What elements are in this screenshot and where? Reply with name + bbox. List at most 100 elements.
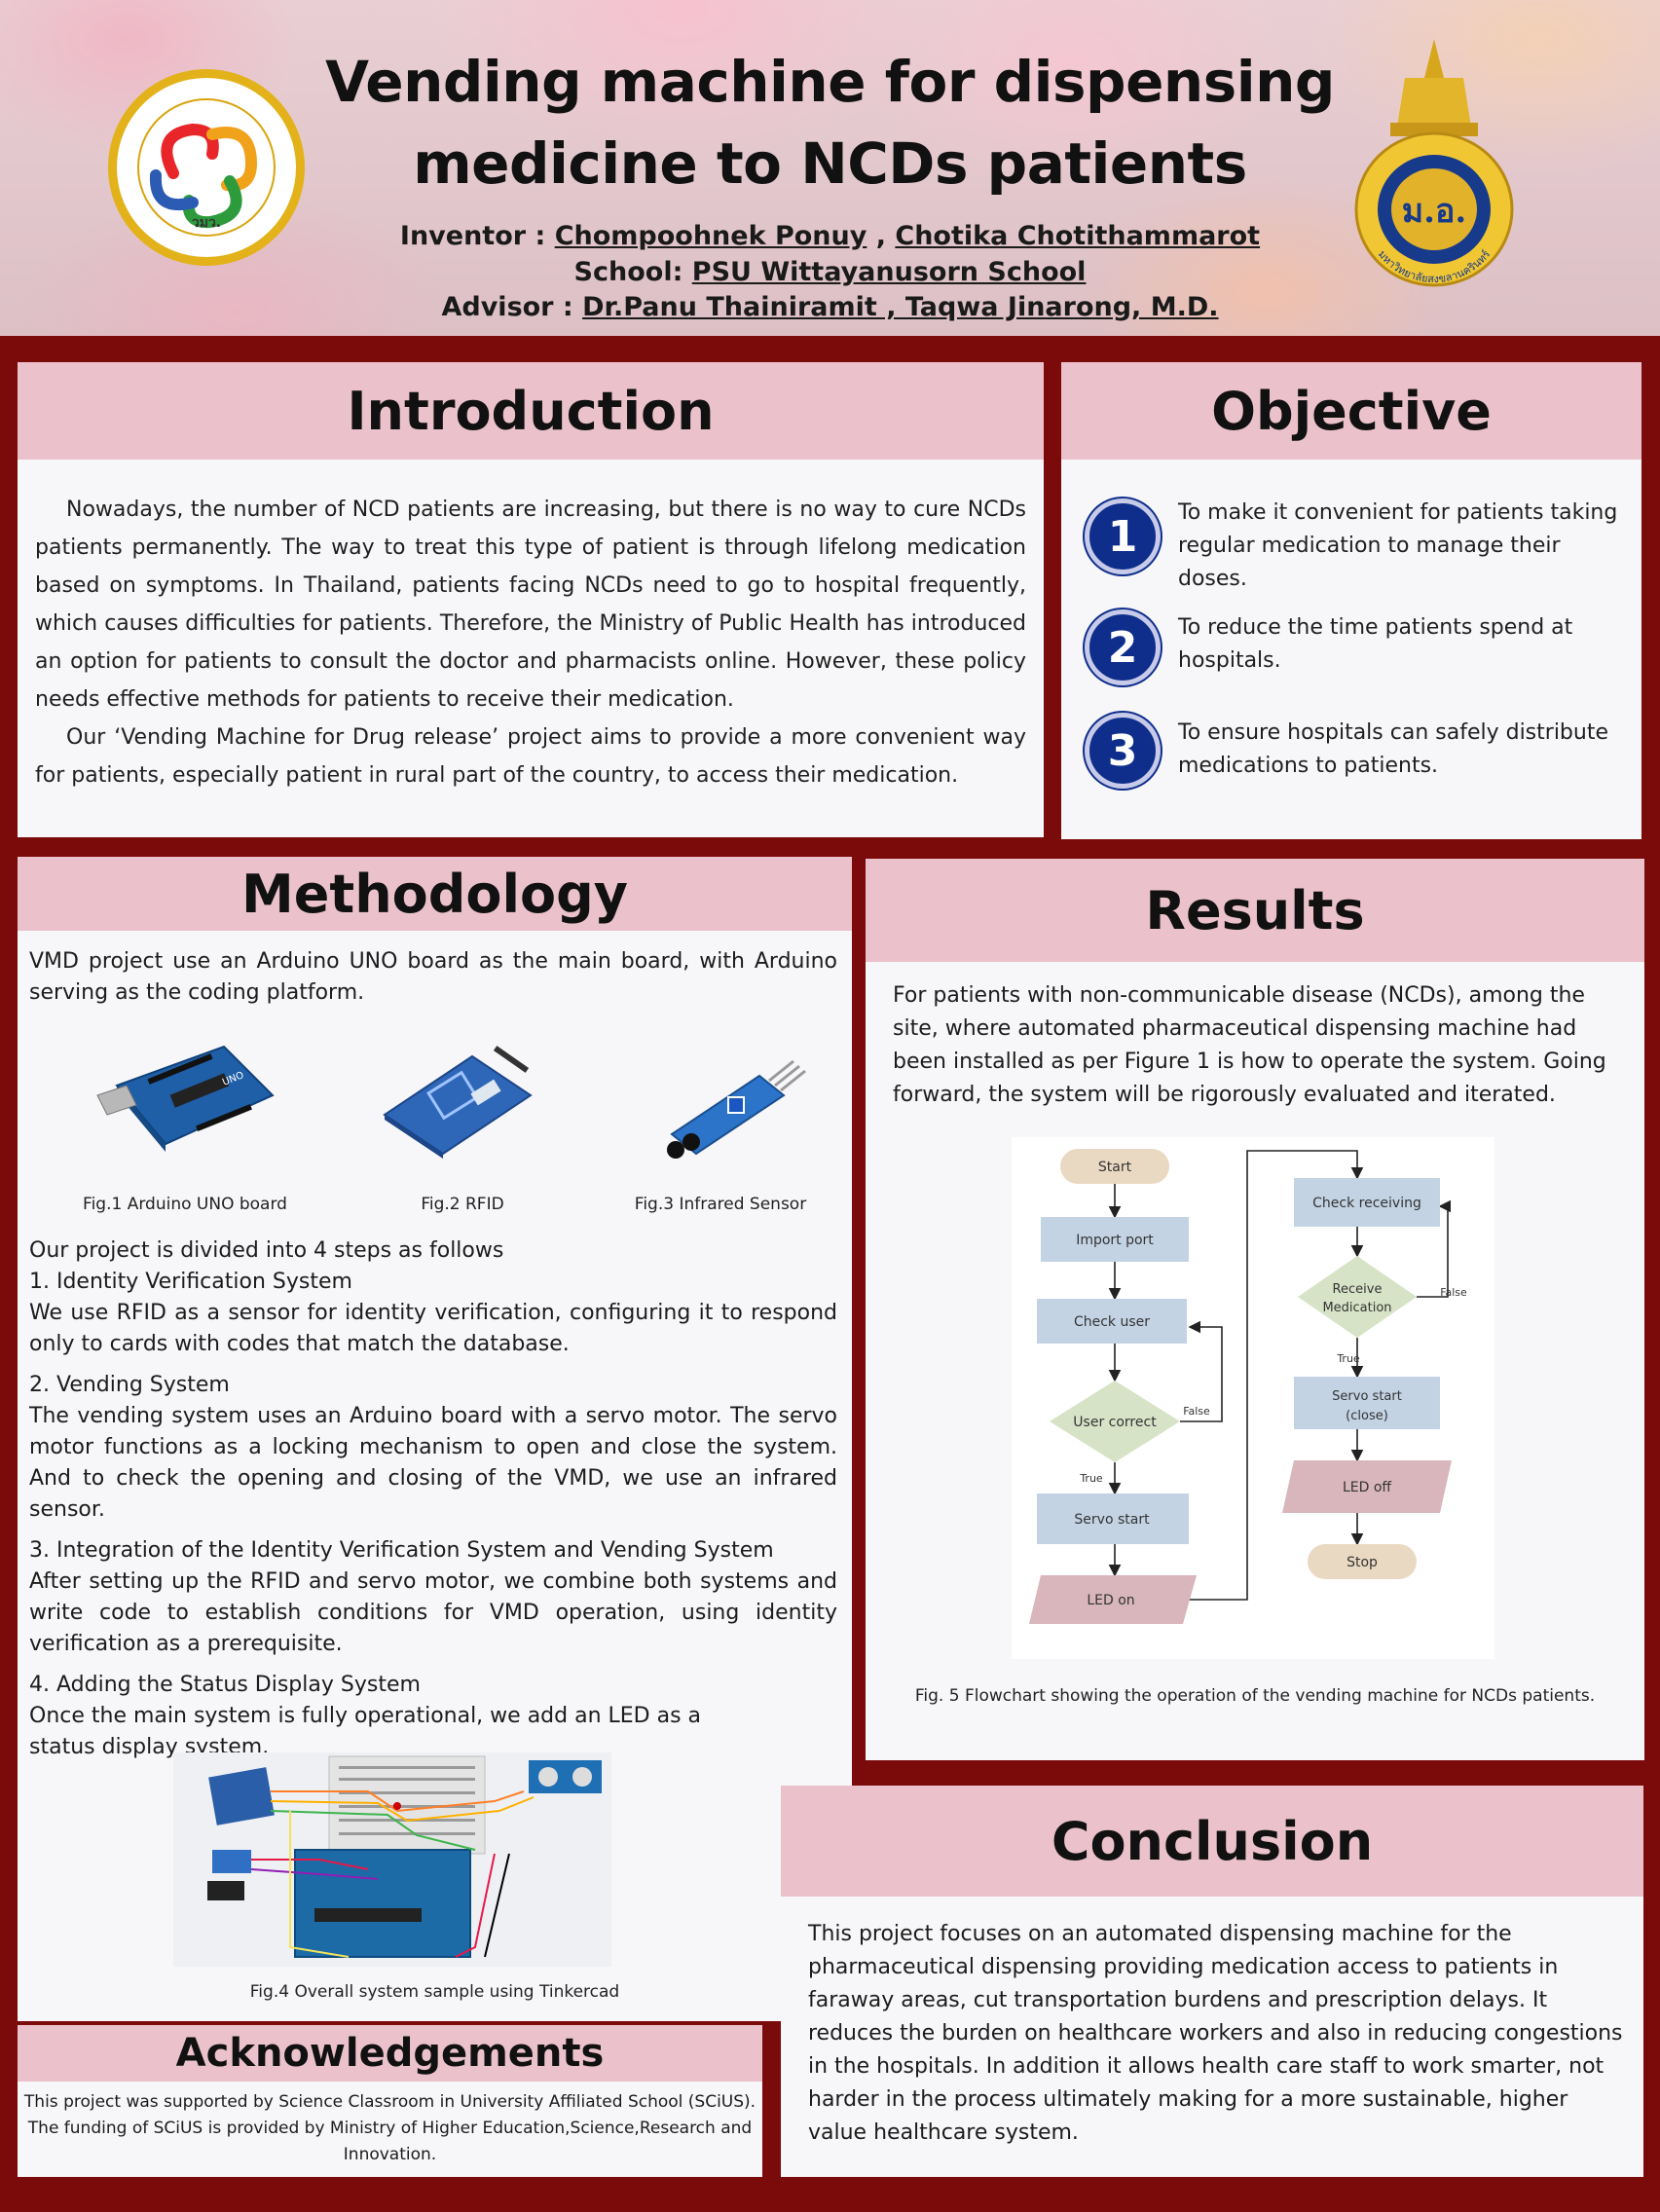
- school-line: School: PSU Wittayanusorn School: [0, 257, 1660, 287]
- fig1-caption: Fig.1 Arduino UNO board: [83, 1195, 287, 1214]
- flow-start: [1060, 1149, 1169, 1184]
- acknowledgements-text: This project was supported by Science Cl…: [18, 2089, 762, 2168]
- advisor-line: Advisor : Dr.Panu Thainiramit , Taqwa Ji…: [0, 292, 1660, 322]
- introduction-paragraph-1: Nowadays, the number of NCD patients are…: [35, 498, 1026, 712]
- svg-text:Stop: Stop: [1346, 1555, 1378, 1570]
- step-text: The vending system uses an Arduino board…: [29, 1404, 837, 1522]
- svg-text:User correct: User correct: [1073, 1415, 1157, 1430]
- methodology-steps: Our project is divided into 4 steps as f…: [29, 1235, 837, 1763]
- inventor-name-2: Chotika Chotithammarot: [895, 221, 1261, 251]
- flow-check-user: [1037, 1299, 1187, 1344]
- flow-receive-medication: [1298, 1256, 1417, 1338]
- ack-line-2: The funding of SCiUS is provided by Mini…: [27, 2119, 753, 2138]
- introduction-paragraph-2: Our ‘Vending Machine for Drug release’ p…: [35, 725, 1026, 788]
- objective-number-badge: 3: [1085, 713, 1161, 789]
- svg-text:False: False: [1440, 1286, 1467, 1299]
- school-label: School:: [573, 257, 692, 287]
- step-text: We use RFID as a sensor for identity ver…: [29, 1301, 837, 1356]
- fig4-caption: Fig.4 Overall system sample using Tinker…: [249, 1982, 620, 2002]
- methodology-heading: Methodology: [241, 863, 628, 925]
- introduction-body: Nowadays, the number of NCD patients are…: [35, 491, 1026, 794]
- objective-text: To ensure hospitals can safely distribut…: [1178, 720, 1608, 778]
- flow-stop: [1308, 1544, 1417, 1579]
- conclusion-heading: Conclusion: [1051, 1810, 1374, 1872]
- ack-line-1: This project was supported by Science Cl…: [23, 2092, 756, 2112]
- fig5-caption: Fig. 5 Flowchart showing the operation o…: [914, 1686, 1596, 1706]
- conclusion-text: This project focuses on an automated dis…: [808, 1922, 1623, 2145]
- flow-servo-start: [1037, 1493, 1189, 1544]
- psu-university-seal: ม.อ. มหาวิทยาลัยสงขลานครินทร์: [1354, 39, 1514, 287]
- svg-text:Check user: Check user: [1074, 1314, 1150, 1330]
- acknowledgements-panel: Acknowledgements This project was suppor…: [18, 2025, 762, 2177]
- flow-led-off: [1282, 1460, 1452, 1513]
- ack-line-3: Innovation.: [343, 2145, 437, 2164]
- svg-text:LED off: LED off: [1343, 1480, 1391, 1495]
- flow-servo-start-close: [1294, 1377, 1440, 1429]
- results-header: Results: [866, 859, 1644, 962]
- svg-text:ม.อ.: ม.อ.: [1402, 192, 1467, 231]
- introduction-heading: Introduction: [347, 380, 715, 442]
- operation-flowchart: Start Import port Check user User correc…: [1012, 1137, 1494, 1659]
- svg-text:(close): (close): [1346, 1409, 1388, 1423]
- fig2-caption: Fig.2 RFID: [421, 1195, 504, 1214]
- fig3-caption: Fig.3 Infrared Sensor: [634, 1195, 807, 1214]
- method-step: 4. Adding the Status Display System Once…: [29, 1670, 837, 1763]
- step-title: 3. Integration of the Identity Verificat…: [29, 1538, 774, 1563]
- flow-led-on: [1029, 1575, 1197, 1624]
- svg-text:วมว.: วมว.: [192, 215, 221, 231]
- method-step: 2. Vending System The vending system use…: [29, 1370, 837, 1526]
- results-text: For patients with non-communicable disea…: [893, 983, 1606, 1107]
- svg-text:Servo start: Servo start: [1074, 1512, 1150, 1528]
- figure-infrared-sensor: Fig.3 Infrared Sensor: [613, 1027, 828, 1222]
- arduino-board-image: UNO: [96, 1045, 275, 1152]
- inventor-name-1: Chompoohnek Ponuy: [554, 221, 867, 251]
- step-title: 1. Identity Verification System: [29, 1270, 352, 1294]
- svg-text:Medication: Medication: [1322, 1301, 1391, 1315]
- infrared-sensor-image: [667, 1059, 806, 1159]
- step-title: 4. Adding the Status Display System: [29, 1673, 421, 1697]
- scius-logo: วมว.: [108, 69, 305, 266]
- svg-text:LED on: LED on: [1087, 1593, 1134, 1608]
- objective-heading: Objective: [1211, 380, 1492, 442]
- inventor-line: Inventor : Chompoohnek Ponuy , Chotika C…: [0, 221, 1660, 251]
- poster-title-line-2: medicine to NCDs patients: [413, 130, 1247, 197]
- conclusion-panel: Conclusion This project focuses on an au…: [781, 1786, 1643, 2177]
- objective-item: 1 To make it convenient for patients tak…: [1085, 498, 1630, 591]
- svg-text:Import port: Import port: [1076, 1233, 1154, 1248]
- svg-text:False: False: [1183, 1405, 1210, 1418]
- flow-import-port: [1041, 1217, 1189, 1262]
- step-text: Once the main system is fully operationa…: [29, 1704, 702, 1759]
- poster-title-line-1: Vending machine for dispensing: [325, 49, 1335, 115]
- objective-number-badge: 2: [1085, 609, 1161, 685]
- objective-text: To make it convenient for patients takin…: [1178, 500, 1618, 591]
- advisor-label: Advisor :: [441, 292, 583, 322]
- svg-text:Receive: Receive: [1333, 1282, 1383, 1297]
- methodology-header: Methodology: [18, 857, 852, 931]
- method-step: 3. Integration of the Identity Verificat…: [29, 1535, 837, 1660]
- flow-user-correct: [1050, 1381, 1180, 1462]
- svg-text:Servo start: Servo start: [1332, 1389, 1402, 1404]
- svg-text:True: True: [1336, 1352, 1360, 1365]
- svg-text:Start: Start: [1098, 1160, 1132, 1175]
- acknowledgements-heading: Acknowledgements: [175, 2031, 605, 2076]
- inventor-separator: ,: [867, 221, 896, 251]
- tinkercad-circuit-image: [173, 1752, 611, 1967]
- results-panel: Results For patients with non-communicab…: [866, 859, 1644, 1760]
- poster-header: วมว. Vending machine for dispensing medi…: [0, 0, 1660, 336]
- methodology-intro: VMD project use an Arduino UNO board as …: [29, 949, 837, 1005]
- objective-item: 2 To reduce the time patients spend at h…: [1085, 609, 1630, 697]
- objective-header: Objective: [1061, 362, 1642, 460]
- objective-text: To reduce the time patients spend at hos…: [1178, 615, 1573, 673]
- step-title: 2. Vending System: [29, 1373, 230, 1397]
- conclusion-header: Conclusion: [781, 1786, 1643, 1897]
- svg-text:Check receiving: Check receiving: [1312, 1196, 1421, 1211]
- objective-item: 3 To ensure hospitals can safely distrib…: [1085, 713, 1630, 800]
- flow-check-receiving: [1294, 1178, 1440, 1227]
- advisor-names: Dr.Panu Thainiramit , Taqwa Jinarong, M.…: [582, 292, 1219, 322]
- step-text: After setting up the RFID and servo moto…: [29, 1569, 837, 1656]
- steps-intro: Our project is divided into 4 steps as f…: [29, 1238, 504, 1263]
- introduction-header: Introduction: [18, 362, 1044, 460]
- objective-number-badge: 1: [1085, 498, 1161, 574]
- figure-rfid: Fig.2 RFID: [355, 1027, 570, 1222]
- methodology-panel: Methodology VMD project use an Arduino U…: [18, 857, 852, 2021]
